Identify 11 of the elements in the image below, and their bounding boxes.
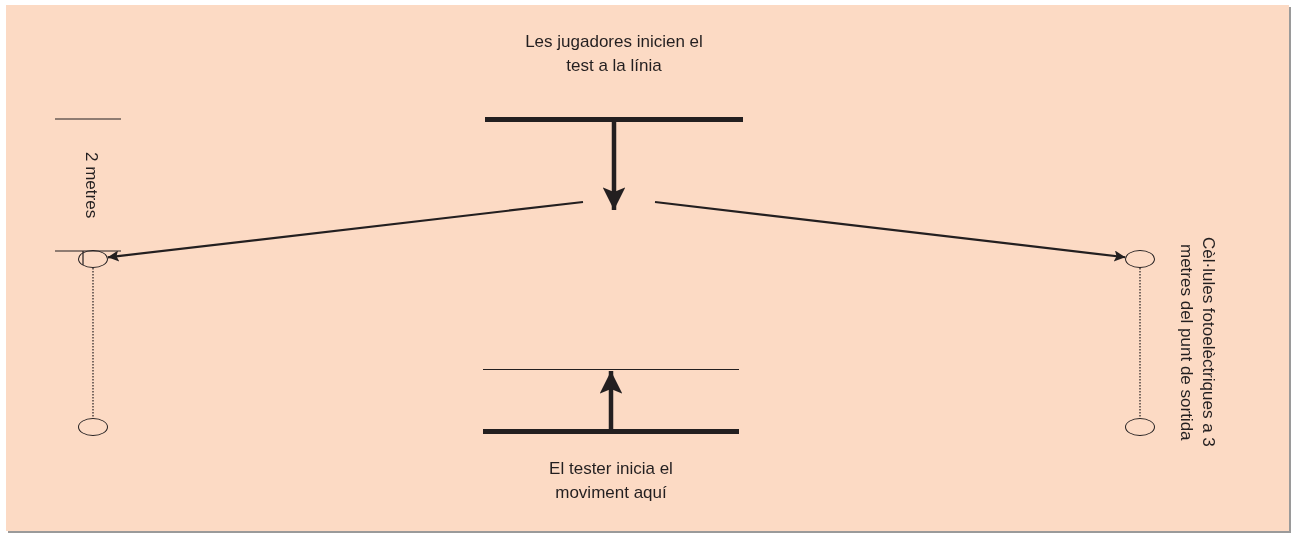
arrow: [654, 200, 1126, 262]
dotted-line: [92, 267, 94, 419]
tester-caption: El tester inicia el moviment aquí: [548, 458, 674, 504]
arrow: [107, 200, 584, 262]
photocell-note: Cèl·lules fotoelèctriques a 3 metres del punt de sortida: [1176, 236, 1219, 449]
dimension-label: 2 metres: [81, 150, 102, 221]
arrow: [602, 122, 626, 210]
dotted-line: [1139, 267, 1141, 419]
start-caption: Les jugadores inicien el test a la línia: [524, 31, 704, 77]
arrow: [599, 371, 623, 429]
marker-line: [483, 369, 739, 370]
